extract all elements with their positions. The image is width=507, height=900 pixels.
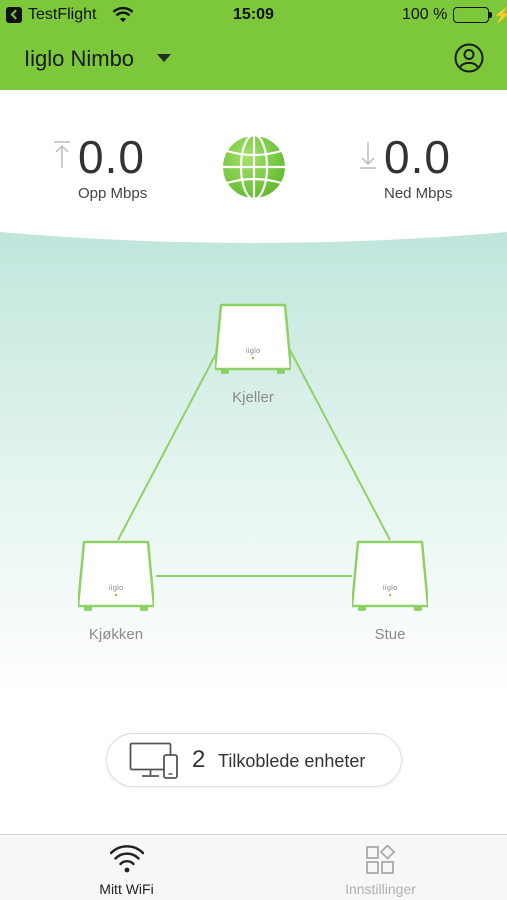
settings-grid-icon [366,845,396,874]
back-app-name[interactable]: TestFlight [28,6,97,23]
dropdown-caret-icon[interactable] [157,54,171,62]
download-speed-label: Ned Mbps [384,185,453,202]
devices-label: Tilkoblede enheter [218,751,366,771]
upload-speed-label: Opp Mbps [78,185,148,202]
router-node-kjokken[interactable]: iiglo [78,538,154,614]
router-node-kjeller[interactable]: iiglo [215,301,291,377]
node-label-kjokken: Kjøkken [88,626,144,643]
upload-speed-value: 0.0 [78,131,145,183]
tab-innstillinger[interactable]: Innstillinger [254,835,507,900]
network-title[interactable]: Iiglo Nimbo [24,46,135,71]
node-brand-kjeller: iiglo [246,347,261,355]
devices-count: 2 [192,746,206,773]
charging-bolt-icon: ⚡ [493,7,507,24]
mesh-connections [117,349,391,577]
tab-mitt-wifi[interactable]: Mitt WiFi [0,835,253,900]
battery-icon [453,7,489,23]
tab-label-innstillinger: Innstillinger [345,881,416,897]
upload-arrow-icon [54,141,70,168]
clock: 15:09 [233,6,274,23]
link-kjeller-kjokken [117,349,219,541]
download-speed-value: 0.0 [384,131,451,183]
link-kjeller-stue [289,349,391,541]
connected-devices-button[interactable]: 2 Tilkoblede enheter [106,733,402,787]
internet-globe-icon[interactable] [219,132,289,202]
wifi-icon [110,845,144,873]
app-header: TestFlight 15:09 100 % ⚡ Iiglo Nimbo [0,0,507,90]
node-label-kjeller: Kjeller [232,389,274,406]
node-brand-kjokken: iiglo [109,584,124,592]
back-to-app-icon[interactable] [6,7,22,23]
tab-label-mitt-wifi: Mitt WiFi [99,881,154,897]
node-brand-stue: iiglo [383,584,398,592]
tab-bar: Mitt WiFi Innstillinger [0,834,507,900]
status-bar: TestFlight 15:09 100 % ⚡ [0,0,507,30]
router-node-stue[interactable]: iiglo [352,538,428,614]
wifi-signal-icon [112,6,134,22]
devices-icon [129,742,178,779]
profile-icon[interactable] [454,43,484,73]
download-arrow-icon [360,142,376,169]
node-label-stue: Stue [374,626,406,643]
battery-percent: 100 % [402,6,448,23]
battery-tip-icon [489,12,492,18]
